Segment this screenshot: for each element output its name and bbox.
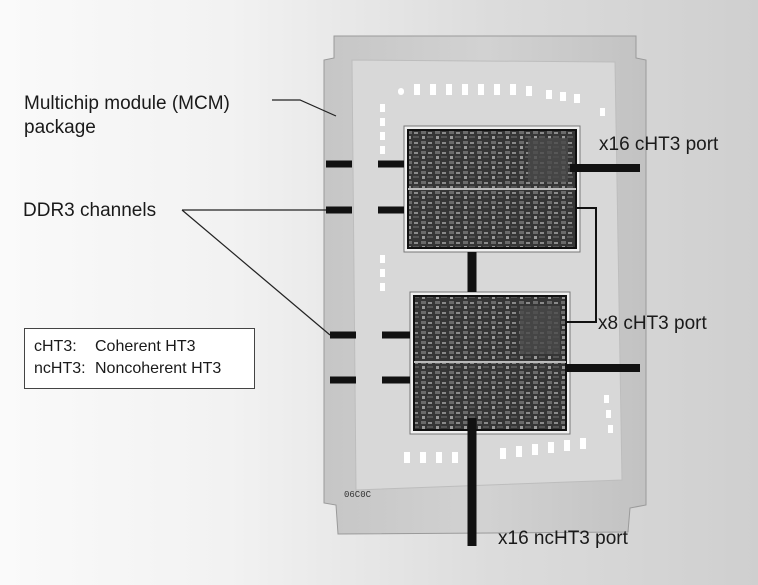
mcm-label-line2: package <box>24 116 230 140</box>
legend-row-ncht3: ncHT3:Noncoherent HT3 <box>34 358 254 380</box>
bottom-die <box>410 292 570 434</box>
legend-box: cHT3:Coherent HT3 ncHT3:Noncoherent HT3 <box>24 328 255 389</box>
x16-cht3-port-label: x16 cHT3 port <box>599 133 718 157</box>
legend-meaning: Noncoherent HT3 <box>95 360 221 377</box>
die-marking: 06C0C <box>344 490 371 500</box>
legend-abbr: ncHT3: <box>34 358 95 380</box>
x8-cht3-port-label: x8 cHT3 port <box>598 312 707 336</box>
legend-meaning: Coherent HT3 <box>95 338 196 355</box>
legend-row-cht3: cHT3:Coherent HT3 <box>34 336 254 358</box>
legend-abbr: cHT3: <box>34 336 95 358</box>
mcm-label-line1: Multichip module (MCM) <box>24 92 230 116</box>
mcm-package-label: Multichip module (MCM) package <box>24 92 230 140</box>
top-die <box>404 126 580 252</box>
ddr3-channels-label: DDR3 channels <box>23 199 156 223</box>
ddr3-leader-bottom <box>182 210 330 335</box>
x16-ncht3-port-label: x16 ncHT3 port <box>498 527 628 551</box>
